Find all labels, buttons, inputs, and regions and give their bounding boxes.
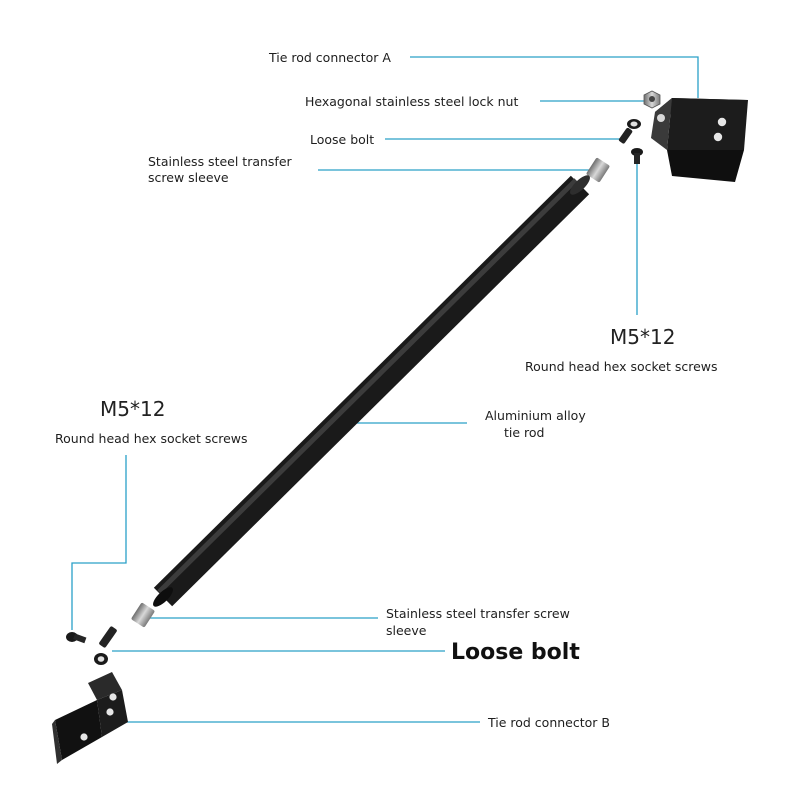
leader-screw-left bbox=[71, 455, 127, 630]
screw-bottom-left bbox=[66, 632, 87, 644]
leader-connector-a bbox=[410, 56, 699, 98]
label-connector-a: Tie rod connector A bbox=[269, 50, 391, 65]
label-sleeve-bottom-line1: Stainless steel transfer screw bbox=[386, 606, 570, 621]
loose-bolt-bottom bbox=[94, 626, 117, 665]
label-connector-b: Tie rod connector B bbox=[488, 715, 610, 730]
label-loose-bolt-bottom: Loose bolt bbox=[451, 640, 580, 665]
aluminium-tie-rod bbox=[153, 175, 590, 607]
tie-rod-connector-a bbox=[651, 98, 748, 182]
sleeve-top bbox=[586, 158, 610, 182]
label-screw-desc-left: Round head hex socket screws bbox=[55, 431, 248, 446]
loose-bolt-top bbox=[618, 119, 641, 144]
label-sleeve-bottom-line2: sleeve bbox=[386, 623, 427, 638]
label-sleeve-top-line2: screw sleeve bbox=[148, 170, 229, 185]
label-screw-desc-right: Round head hex socket screws bbox=[525, 359, 718, 374]
lock-nut bbox=[643, 90, 661, 109]
label-rod-line1: Aluminium alloy bbox=[485, 408, 586, 423]
label-lock-nut: Hexagonal stainless steel lock nut bbox=[305, 94, 519, 109]
tie-rod-connector-b bbox=[52, 672, 128, 764]
label-rod-line2: tie rod bbox=[504, 425, 545, 440]
label-loose-bolt-top: Loose bolt bbox=[310, 132, 375, 147]
label-sleeve-top-line1: Stainless steel transfer bbox=[148, 154, 292, 169]
sleeve-bottom bbox=[131, 603, 155, 627]
screw-top-right bbox=[631, 148, 643, 164]
label-screw-size-left: M5*12 bbox=[100, 397, 166, 421]
label-screw-size-right: M5*12 bbox=[610, 325, 676, 349]
